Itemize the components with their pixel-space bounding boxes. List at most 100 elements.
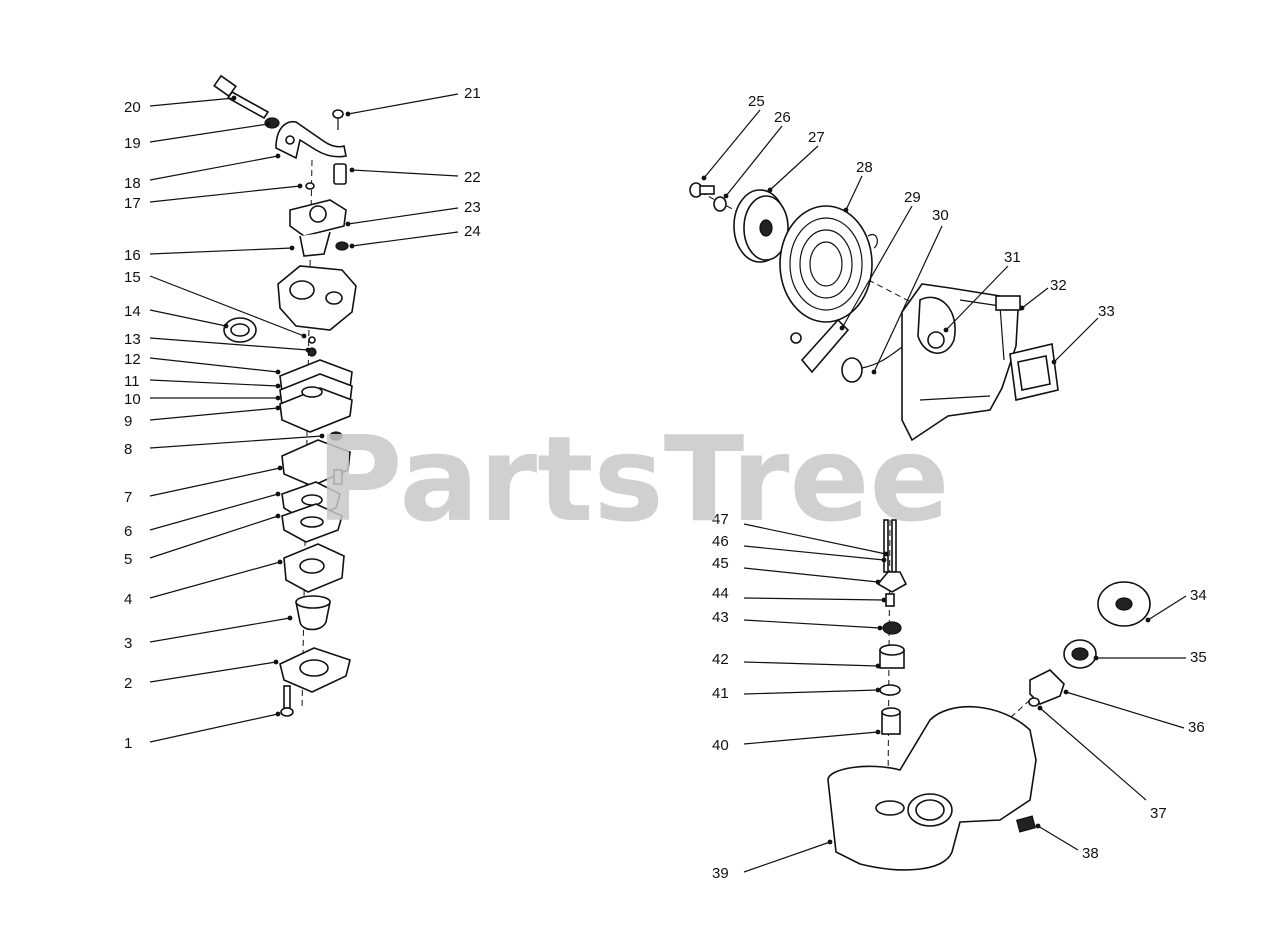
part-3-primer-bulb	[295, 595, 331, 631]
part-number-label: 44	[712, 585, 729, 602]
part-number-label: 45	[712, 555, 729, 572]
leader-dot	[223, 323, 229, 329]
leader-dot	[301, 333, 307, 339]
part-number-label: 22	[464, 169, 481, 186]
callout-10: 10	[124, 391, 281, 408]
part-16-carburetor-body	[277, 265, 357, 331]
callout-8: 8	[124, 433, 325, 458]
callout-30: 30	[871, 207, 949, 375]
part-36-retainer	[1029, 669, 1065, 705]
leader-line	[149, 467, 281, 497]
callout-5: 5	[124, 513, 281, 568]
leader-dot	[877, 625, 883, 631]
leader-dot	[881, 597, 887, 603]
leader-line	[703, 109, 761, 179]
leader-line	[149, 309, 227, 327]
leader-dot	[349, 167, 355, 173]
leader-line	[149, 275, 305, 337]
leader-dot	[305, 347, 311, 353]
leader-line	[1037, 825, 1079, 851]
part-26-washer	[713, 196, 727, 212]
callout-38: 38	[1035, 823, 1099, 862]
leader-dot	[883, 551, 889, 557]
part-number-label: 7	[124, 489, 132, 506]
leader-dot	[1019, 305, 1025, 311]
part-number-label: 46	[712, 533, 729, 550]
callout-44: 44	[712, 585, 887, 603]
part-number-label: 38	[1082, 845, 1099, 862]
leader-dot	[275, 513, 281, 519]
callout-45: 45	[712, 555, 881, 585]
part-23-throttle-plate	[289, 199, 347, 257]
part-24-nut	[335, 241, 349, 251]
callout-46: 46	[712, 533, 887, 563]
callout-40: 40	[712, 729, 881, 754]
part-number-label: 20	[124, 99, 141, 116]
leader-dot	[1037, 705, 1043, 711]
leader-dot	[289, 245, 295, 251]
callout-47: 47	[712, 511, 889, 557]
part-number-label: 10	[124, 391, 141, 408]
leader-line	[149, 155, 279, 181]
part-number-label: 5	[124, 551, 132, 568]
part-27-pulley	[733, 189, 789, 263]
leader-dot	[297, 183, 303, 189]
leader-dot	[839, 325, 845, 331]
part-number-label: 12	[124, 351, 141, 368]
part-number-label: 25	[748, 93, 765, 110]
part-1-screw	[280, 685, 294, 717]
part-37-tether	[1028, 697, 1040, 707]
part-number-label: 19	[124, 135, 141, 152]
part-number-label: 31	[1004, 249, 1021, 266]
leader-line	[725, 125, 783, 197]
leader-dot	[319, 433, 325, 439]
leader-line	[351, 231, 459, 247]
part-41-washer	[879, 684, 901, 696]
part-number-label: 16	[124, 247, 141, 264]
part-35-cap-insert	[1063, 639, 1097, 669]
leader-dot	[701, 175, 707, 181]
part-number-label: 15	[124, 269, 141, 286]
part-33-gasket	[1009, 343, 1059, 401]
leader-dot	[767, 187, 773, 193]
callout-37: 37	[1037, 705, 1167, 822]
leader-dot	[875, 663, 881, 669]
part-44-fitting	[885, 593, 895, 607]
callout-43: 43	[712, 609, 883, 631]
part-number-label: 35	[1190, 649, 1207, 666]
leader-dot	[345, 111, 351, 117]
part-number-label: 11	[124, 373, 140, 390]
leader-dot	[275, 491, 281, 497]
part-number-label: 47	[712, 511, 729, 528]
part-number-label: 2	[124, 675, 132, 692]
leader-line	[149, 379, 279, 387]
callout-32: 32	[1019, 277, 1067, 311]
part-22-fitting	[333, 163, 347, 185]
callout-26: 26	[723, 109, 791, 199]
part-number-label: 23	[464, 199, 481, 216]
part-45-grommet	[876, 571, 908, 593]
part-43-washer	[882, 621, 902, 635]
part-number-label: 39	[712, 865, 729, 882]
leader-line	[743, 545, 885, 561]
leader-line	[743, 661, 879, 667]
part-number-label: 9	[124, 413, 132, 430]
callout-42: 42	[712, 651, 881, 669]
leader-line	[1039, 707, 1147, 801]
leader-dot	[1035, 823, 1041, 829]
part-18-bracket	[275, 120, 347, 160]
leader-line	[743, 731, 879, 745]
parts-9-12-gasket-stack	[279, 359, 353, 433]
part-number-label: 1	[124, 735, 132, 752]
part-7-pump-body	[281, 439, 351, 487]
part-number-label: 21	[464, 85, 481, 102]
leader-line	[873, 225, 943, 373]
part-number-label: 34	[1190, 587, 1207, 604]
callout-20: 20	[124, 95, 237, 116]
callout-16: 16	[124, 245, 295, 264]
callout-18: 18	[124, 153, 281, 192]
callout-6: 6	[124, 491, 281, 540]
part-number-label: 14	[124, 303, 141, 320]
recoil-starter-exploded-view	[689, 182, 1059, 442]
